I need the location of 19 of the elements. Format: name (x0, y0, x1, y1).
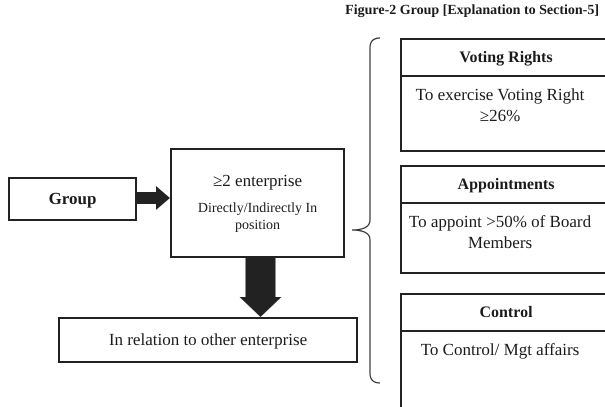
box-text: To exercise Voting Right ≥26% (414, 84, 586, 127)
category-box (400, 38, 605, 152)
process-box (170, 148, 345, 258)
block-arrow (137, 186, 170, 210)
box-text: To appoint >50% of Board Members (408, 211, 592, 254)
block-arrow (240, 258, 282, 317)
box-text: To Control/ Mgt affairs (420, 339, 580, 362)
process-box (8, 177, 137, 221)
box-label: Group (48, 188, 98, 210)
box-heading: Voting Rights (402, 40, 605, 78)
category-box (400, 165, 605, 274)
box-heading: Control (402, 295, 605, 332)
box-label: ≥2 enterprise (212, 170, 304, 192)
category-box (400, 293, 605, 407)
figure-title: Figure-2 Group [Explanation to Section-5] (345, 3, 599, 19)
process-box (58, 317, 358, 363)
box-text: Directly/Indirectly In position (196, 200, 318, 236)
box-label: In relation to other enterprise (108, 328, 308, 351)
box-heading: Appointments (402, 167, 605, 204)
